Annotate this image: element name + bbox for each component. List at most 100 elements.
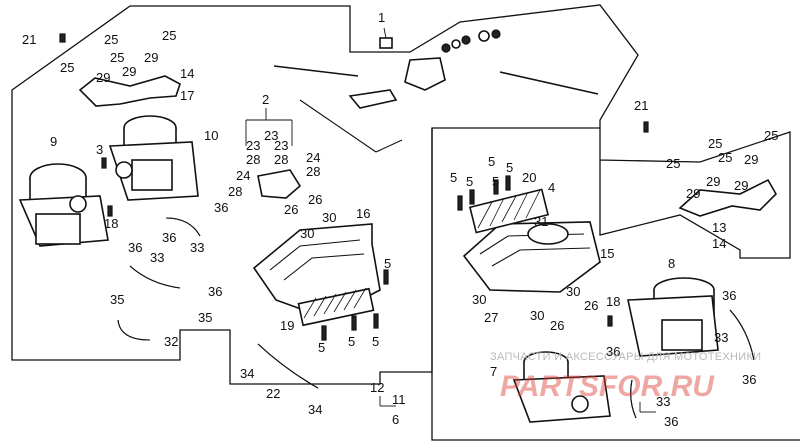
- callout-36c: 36: [128, 240, 142, 255]
- callout-21a: 21: [22, 32, 36, 47]
- callout-26d: 26: [550, 318, 564, 333]
- carburetor-9: [18, 163, 109, 247]
- callout-25g: 25: [718, 150, 732, 165]
- callout-30b: 30: [300, 226, 314, 241]
- float-assembly-2: [257, 169, 302, 199]
- callout-30e: 30: [566, 284, 580, 299]
- callout-29c: 29: [144, 50, 158, 65]
- callout-1: 1: [378, 10, 385, 25]
- callout-16: 16: [356, 206, 370, 221]
- callout-29e: 29: [706, 174, 720, 189]
- callout-34b: 34: [308, 402, 322, 417]
- callout-23a: 23: [264, 128, 278, 143]
- callout-18a: 18: [104, 216, 118, 231]
- callout-5h: 5: [348, 334, 355, 349]
- airbox-15: [462, 188, 601, 293]
- filter-hatching-19: [303, 287, 367, 319]
- callout-34a: 34: [240, 366, 254, 381]
- callout-8: 8: [668, 256, 675, 271]
- callout-22: 22: [266, 386, 280, 401]
- callout-4: 4: [548, 180, 555, 195]
- callout-20: 20: [522, 170, 536, 185]
- hoses: [117, 217, 755, 419]
- callout-29a: 29: [96, 70, 110, 85]
- callout-30c: 30: [472, 292, 486, 307]
- callout-28d: 28: [228, 184, 242, 199]
- callout-36b: 36: [162, 230, 176, 245]
- callout-36h: 36: [664, 414, 678, 429]
- callout-14a: 14: [180, 66, 194, 81]
- carburetor-10: [108, 115, 199, 201]
- airbox-16: [252, 223, 381, 327]
- filter-hatching-20: [477, 189, 541, 229]
- callout-36a: 36: [214, 200, 228, 215]
- callout-5c: 5: [450, 170, 457, 185]
- callout-26b: 26: [284, 202, 298, 217]
- callout-2: 2: [262, 92, 269, 107]
- callout-36e: 36: [722, 288, 736, 303]
- lower-right-outline: [431, 128, 800, 441]
- callout-26a: 26: [308, 192, 322, 207]
- callout-33a: 33: [190, 240, 204, 255]
- callout-21b: 21: [634, 98, 648, 113]
- callout-35a: 35: [110, 292, 124, 307]
- callout-15: 15: [600, 246, 614, 261]
- callout-28b: 28: [274, 152, 288, 167]
- callout-26c: 26: [584, 298, 598, 313]
- callout-19: 19: [280, 318, 294, 333]
- callout-24a: 24: [306, 150, 320, 165]
- callout-5g: 5: [318, 340, 325, 355]
- callout-30d: 30: [530, 308, 544, 323]
- callout-5a: 5: [488, 154, 495, 169]
- callout-23b: 23: [246, 138, 260, 153]
- callout-28c: 28: [306, 164, 320, 179]
- callout-5b: 5: [506, 160, 513, 175]
- bracket-left: [78, 75, 181, 107]
- carburetor-8: [627, 277, 719, 357]
- callout-33d: 33: [656, 394, 670, 409]
- watermark-tagline: ЗАПЧАСТИ И АКСЕССУАРЫ ДЛЯ МОТОТЕХНИКИ: [490, 351, 761, 363]
- screws: [59, 33, 649, 341]
- watermark: ЗАПЧАСТИ И АКСЕССУАРЫ ДЛЯ МОТОТЕХНИКИ PA…: [490, 351, 761, 403]
- callout-5e: 5: [492, 174, 499, 189]
- leader-lines: [245, 27, 656, 413]
- callout-35b: 35: [198, 310, 212, 325]
- callout-13: 13: [712, 220, 726, 235]
- callout-36d: 36: [208, 284, 222, 299]
- callout-18b: 18: [606, 294, 620, 309]
- callout-9: 9: [50, 134, 57, 149]
- watermark-logo: PARTSFOR.RU: [500, 370, 715, 403]
- callouts: 1 2 3 4 5 5 5 5 5 5 5 5 5 6 7 8 9 10 11 …: [22, 10, 778, 429]
- callout-33b: 33: [150, 250, 164, 265]
- callout-10: 10: [204, 128, 218, 143]
- callout-23c: 23: [274, 138, 288, 153]
- callout-12: 12: [370, 380, 384, 395]
- carburetor-7: [512, 351, 611, 423]
- callout-3: 3: [96, 142, 103, 157]
- callout-25b: 25: [162, 28, 176, 43]
- callout-27: 27: [484, 310, 498, 325]
- callout-24b: 24: [236, 168, 250, 183]
- callout-32: 32: [164, 334, 178, 349]
- callout-11: 11: [392, 392, 406, 407]
- callout-29f: 29: [744, 152, 758, 167]
- bracket-right: [678, 178, 777, 217]
- throttle-linkage: [273, 29, 599, 153]
- callout-5d: 5: [466, 174, 473, 189]
- callout-29b: 29: [122, 64, 136, 79]
- callout-5i: 5: [372, 334, 379, 349]
- callout-36f: 36: [606, 344, 620, 359]
- callout-36g: 36: [742, 372, 756, 387]
- callout-29g: 29: [734, 178, 748, 193]
- callout-17: 17: [180, 88, 194, 103]
- callout-25e: 25: [666, 156, 680, 171]
- callout-25h: 25: [764, 128, 778, 143]
- callout-7: 7: [490, 364, 497, 379]
- callout-25c: 25: [60, 60, 74, 75]
- callout-28a: 28: [246, 152, 260, 167]
- callout-6: 6: [392, 412, 399, 427]
- callout-5f: 5: [384, 256, 391, 271]
- callout-31: 31: [534, 214, 548, 229]
